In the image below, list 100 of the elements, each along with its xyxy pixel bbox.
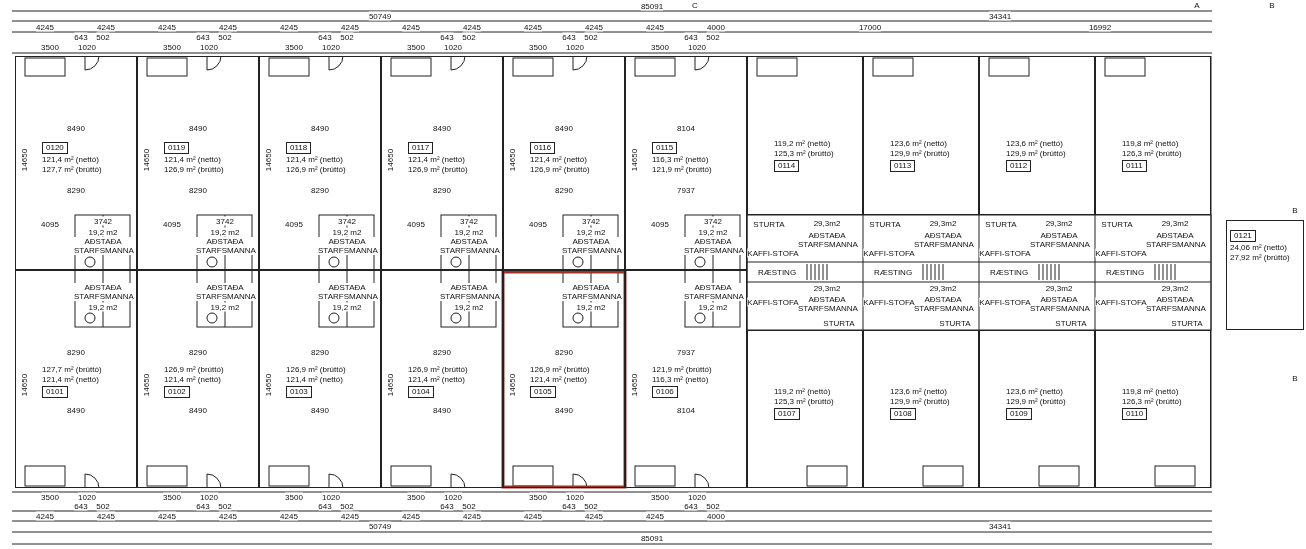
area-label: 126,9 m² (brúttó) — [408, 165, 468, 174]
area-label: 129,9 m² (brúttó) — [890, 397, 950, 406]
dimension-label: 8290 — [189, 347, 207, 357]
room-label: 19,2 m2 — [88, 302, 118, 312]
grid-axis-label: B — [1292, 205, 1298, 215]
dimension-label: 1020 — [566, 42, 584, 52]
unit-room — [1095, 330, 1211, 488]
dimension-label: 14650 — [385, 373, 395, 397]
dimension-label: 4245 — [463, 22, 481, 32]
dimension-label: 8290 — [555, 185, 573, 195]
area-label: 127,7 m² (brúttó) — [42, 365, 102, 374]
dimension-label: 1020 — [78, 42, 96, 52]
dimension-label: 502 — [584, 501, 598, 511]
room-label: AÐSTAÐA STARFSMANNA — [318, 283, 376, 301]
room-number: 0103 — [286, 386, 312, 398]
room-number: 0105 — [530, 386, 556, 398]
room-number: 0121 — [1230, 230, 1256, 242]
area-label: 126,9 m² (brúttó) — [408, 365, 468, 374]
dimension-label: 7937 — [677, 185, 695, 195]
dimension-label: 1020 — [322, 492, 340, 502]
room-label: 29,3m2 — [1161, 283, 1189, 293]
dimension-label: 14650 — [19, 373, 29, 397]
room-label: AÐSTAÐA STARFSMANNA — [196, 237, 254, 255]
dimension-label: 502 — [340, 501, 354, 511]
dimension-label: 3500 — [163, 42, 181, 52]
area-label: 121,4 m² (nettó) — [530, 375, 587, 384]
unit-room — [863, 330, 979, 488]
dimension-label: 14650 — [141, 148, 151, 172]
room-label: STURTA — [939, 318, 971, 328]
room-label: AÐSTAÐA STARFSMANNA — [798, 231, 856, 249]
dimension-label: 643 — [318, 501, 332, 511]
dimension-label: 4245 — [36, 511, 54, 521]
area-label: 116,3 m² (nettó) — [652, 375, 709, 384]
area-label: 125,3 m² (brúttó) — [774, 397, 834, 406]
room-label: 19,2 m2 — [454, 302, 484, 312]
dimension-label: 4095 — [41, 219, 59, 229]
dimension-label: 8104 — [677, 405, 695, 415]
room-label: AÐSTAÐA STARFSMANNA — [562, 237, 620, 255]
area-label: 119,2 m² (nettó) — [774, 139, 831, 148]
area-label: 121,4 m² (nettó) — [42, 375, 99, 384]
area-label: 123,6 m² (nettó) — [890, 387, 947, 396]
dimension-label: 4245 — [402, 22, 420, 32]
dimension-label: 50749 — [368, 11, 392, 21]
area-label: 121,4 m² (nettó) — [164, 375, 221, 384]
dimension-label: 34341 — [988, 521, 1012, 531]
dimension-label: 3500 — [285, 492, 303, 502]
dimension-label: 502 — [584, 32, 598, 42]
room-number: 0117 — [408, 142, 434, 154]
room-number: 0113 — [890, 160, 916, 172]
room-label: RÆSTING — [873, 267, 913, 277]
dimension-label: 4095 — [651, 219, 669, 229]
area-label: 121,4 m² (nettó) — [408, 375, 465, 384]
room-label: 19,2 m2 — [210, 302, 240, 312]
dimension-label: 3500 — [407, 42, 425, 52]
dimension-label: 4245 — [524, 511, 542, 521]
dimension-label: 8290 — [311, 185, 329, 195]
dimension-label: 643 — [74, 501, 88, 511]
room-label: AÐSTAÐA STARFSMANNA — [74, 283, 132, 301]
dimension-label: 14650 — [263, 373, 273, 397]
dimension-label: 4245 — [646, 511, 664, 521]
dimension-label: 502 — [96, 32, 110, 42]
dimension-label: 4095 — [163, 219, 181, 229]
room-label: STURTA — [985, 219, 1017, 229]
dimension-label: 3742 — [216, 216, 234, 226]
area-label: 123,6 m² (nettó) — [1006, 387, 1063, 396]
room-label: KAFFI-STOFA — [747, 248, 799, 258]
area-label: 27,92 m² (brúttó) — [1230, 253, 1290, 262]
room-label: 29,3m2 — [929, 218, 957, 228]
dimension-label: 643 — [440, 501, 454, 511]
dimension-label: 8104 — [677, 123, 695, 133]
room-number: 0107 — [774, 408, 800, 420]
dimension-label: 643 — [74, 32, 88, 42]
unit-room — [1226, 220, 1304, 330]
dimension-label: 3500 — [285, 42, 303, 52]
unit-room — [747, 330, 863, 488]
dimension-label: 4245 — [402, 511, 420, 521]
area-label: 126,9 m² (brúttó) — [530, 165, 590, 174]
room-label: AÐSTAÐA STARFSMANNA — [440, 283, 498, 301]
dimension-label: 8290 — [311, 347, 329, 357]
area-label: 119,8 m² (nettó) — [1122, 387, 1179, 396]
room-label: 19,2 m2 — [332, 302, 362, 312]
dimension-label: 4245 — [158, 22, 176, 32]
dimension-label: 3500 — [41, 492, 59, 502]
dimension-label: 14650 — [141, 373, 151, 397]
dimension-label: 4245 — [585, 22, 603, 32]
dimension-label: 50749 — [368, 521, 392, 531]
unit-room — [863, 56, 979, 215]
dimension-label: 8490 — [555, 123, 573, 133]
room-number: 0106 — [652, 386, 678, 398]
dimension-label: 14650 — [507, 373, 517, 397]
area-label: 121,4 m² (nettó) — [164, 155, 221, 164]
dimension-label: 8490 — [555, 405, 573, 415]
room-label: 19,2 m2 — [576, 227, 606, 237]
area-label: 126,9 m² (brúttó) — [286, 165, 346, 174]
dimension-label: 8290 — [189, 185, 207, 195]
room-label: STURTA — [1055, 318, 1087, 328]
grid-axis-label: A — [1194, 0, 1200, 10]
dimension-label: 4000 — [707, 511, 725, 521]
dimension-label: 14650 — [629, 373, 639, 397]
room-label: STURTA — [753, 219, 785, 229]
